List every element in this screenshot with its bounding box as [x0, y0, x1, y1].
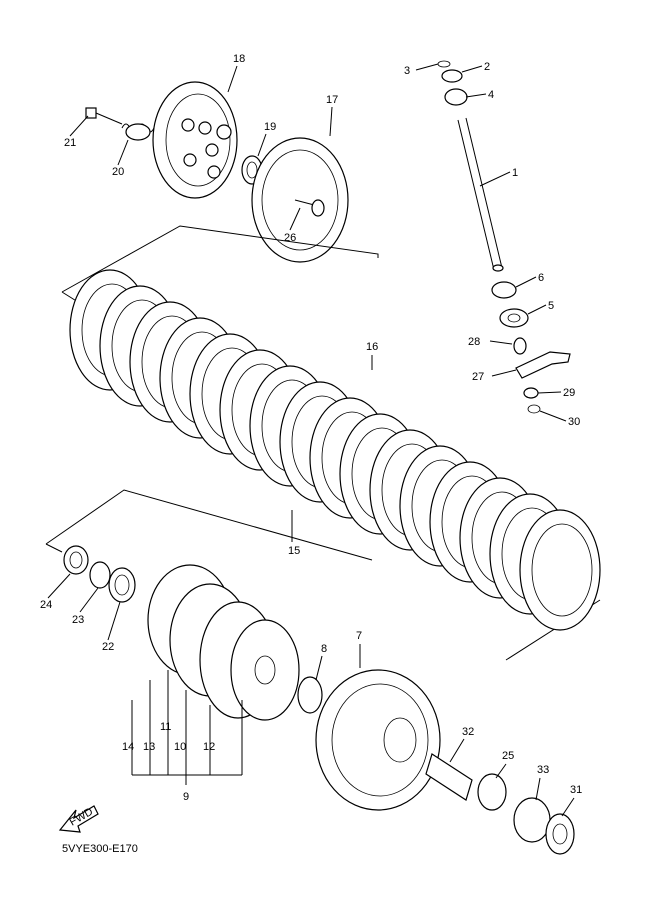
leader-line-17 — [329, 106, 333, 137]
drawing-code: 5VYE300-E170 — [62, 843, 138, 855]
part-label-31: 31 — [570, 784, 582, 796]
part-label-24: 24 — [40, 599, 52, 611]
part-label-26: 26 — [284, 232, 296, 244]
leader-line-19 — [257, 133, 267, 157]
part-label-13: 13 — [143, 741, 155, 753]
part-label-23: 23 — [72, 614, 84, 626]
part-label-17: 17 — [326, 94, 338, 106]
part-label-12: 12 — [203, 741, 215, 753]
part-label-6: 6 — [538, 272, 544, 284]
clutch-boss-group-outline — [45, 489, 373, 561]
leader-line-20 — [117, 139, 129, 166]
push-lever-shaft-1 — [457, 117, 504, 272]
leader-line-2 — [461, 65, 483, 73]
leader-line-31 — [561, 797, 575, 817]
washer-2 — [441, 69, 463, 83]
circlip-3 — [437, 60, 451, 68]
leader-line-6 — [515, 276, 537, 288]
part-label-10: 10 — [174, 741, 186, 753]
part-label-19: 19 — [264, 121, 276, 133]
part-label-28: 28 — [468, 336, 480, 348]
part-label-29: 29 — [563, 387, 575, 399]
leader-line-1 — [479, 171, 511, 187]
part-label-22: 22 — [102, 641, 114, 653]
part-label-5: 5 — [548, 300, 554, 312]
part-label-14: 14 — [122, 741, 134, 753]
bolt-21 — [85, 107, 123, 125]
group-9-bracket — [131, 670, 243, 785]
lock-washer-23 — [89, 561, 111, 589]
part-label-9: 9 — [183, 791, 189, 803]
leader-line-8 — [315, 655, 323, 681]
part-label-2: 2 — [484, 61, 490, 73]
leader-line-32 — [449, 738, 465, 763]
part-label-11: 11 — [160, 721, 171, 733]
fwd-label: FWD — [68, 806, 96, 829]
spring-28 — [513, 337, 527, 355]
leader-line-24 — [47, 573, 71, 599]
part-label-7: 7 — [356, 630, 362, 642]
leader-line-27 — [491, 369, 517, 377]
part-label-8: 8 — [321, 643, 327, 655]
needle-bearing-25 — [477, 773, 507, 811]
part-label-15: 15 — [288, 545, 300, 557]
steel-plate — [519, 509, 601, 631]
leader-line-21 — [69, 115, 89, 137]
washer-22 — [108, 567, 136, 603]
washer-29 — [523, 387, 539, 399]
leader-line-3 — [415, 63, 439, 71]
leader-line-28 — [489, 340, 513, 345]
washer-8 — [297, 676, 323, 714]
leader-line-5 — [527, 304, 547, 315]
seal-5 — [499, 308, 529, 328]
plate-inner-edge — [531, 523, 593, 617]
part-label-20: 20 — [112, 166, 124, 178]
spacer-32 — [425, 753, 473, 801]
friction-plate-17 — [251, 137, 349, 263]
leader-line-33 — [535, 777, 541, 801]
part-label-16: 16 — [366, 341, 378, 353]
part-label-30: 30 — [568, 416, 580, 428]
leader-line-30 — [539, 410, 567, 422]
pressure-plate-18 — [152, 81, 238, 199]
part-label-18: 18 — [233, 53, 245, 65]
leader-line-18 — [227, 65, 238, 93]
seal-4 — [444, 88, 468, 106]
part-label-25: 25 — [502, 750, 514, 762]
part-label-3: 3 — [404, 65, 410, 77]
leader-line-25 — [495, 763, 507, 779]
clutch-plate-stack — [69, 269, 601, 631]
bearing-6 — [491, 281, 517, 299]
part-label-4: 4 — [488, 89, 494, 101]
part-label-1: 1 — [512, 167, 518, 179]
part-label-27: 27 — [472, 371, 484, 383]
gear-33 — [513, 797, 551, 843]
leader-line-29 — [537, 391, 562, 394]
part-label-33: 33 — [537, 764, 549, 776]
nut-24 — [63, 545, 89, 575]
part-labels: 1234567891011121314151617181920212223242… — [40, 53, 582, 803]
leader-line-4 — [465, 93, 487, 98]
primary-driven-gear-7 — [315, 669, 441, 811]
fwd-arrow-icon: FWD — [58, 805, 99, 833]
clutch-boss-9 — [147, 564, 300, 721]
spring-20 — [121, 123, 155, 141]
part-label-21: 21 — [64, 137, 76, 149]
leader-line-26 — [289, 207, 301, 231]
part-label-32: 32 — [462, 726, 474, 738]
push-rod-26 — [294, 199, 325, 217]
leader-lines — [47, 63, 575, 817]
leader-line-23 — [79, 587, 99, 613]
lever-27 — [515, 351, 571, 379]
washer-31 — [545, 813, 575, 855]
leader-line-22 — [107, 601, 121, 641]
circlip-30 — [527, 404, 541, 414]
